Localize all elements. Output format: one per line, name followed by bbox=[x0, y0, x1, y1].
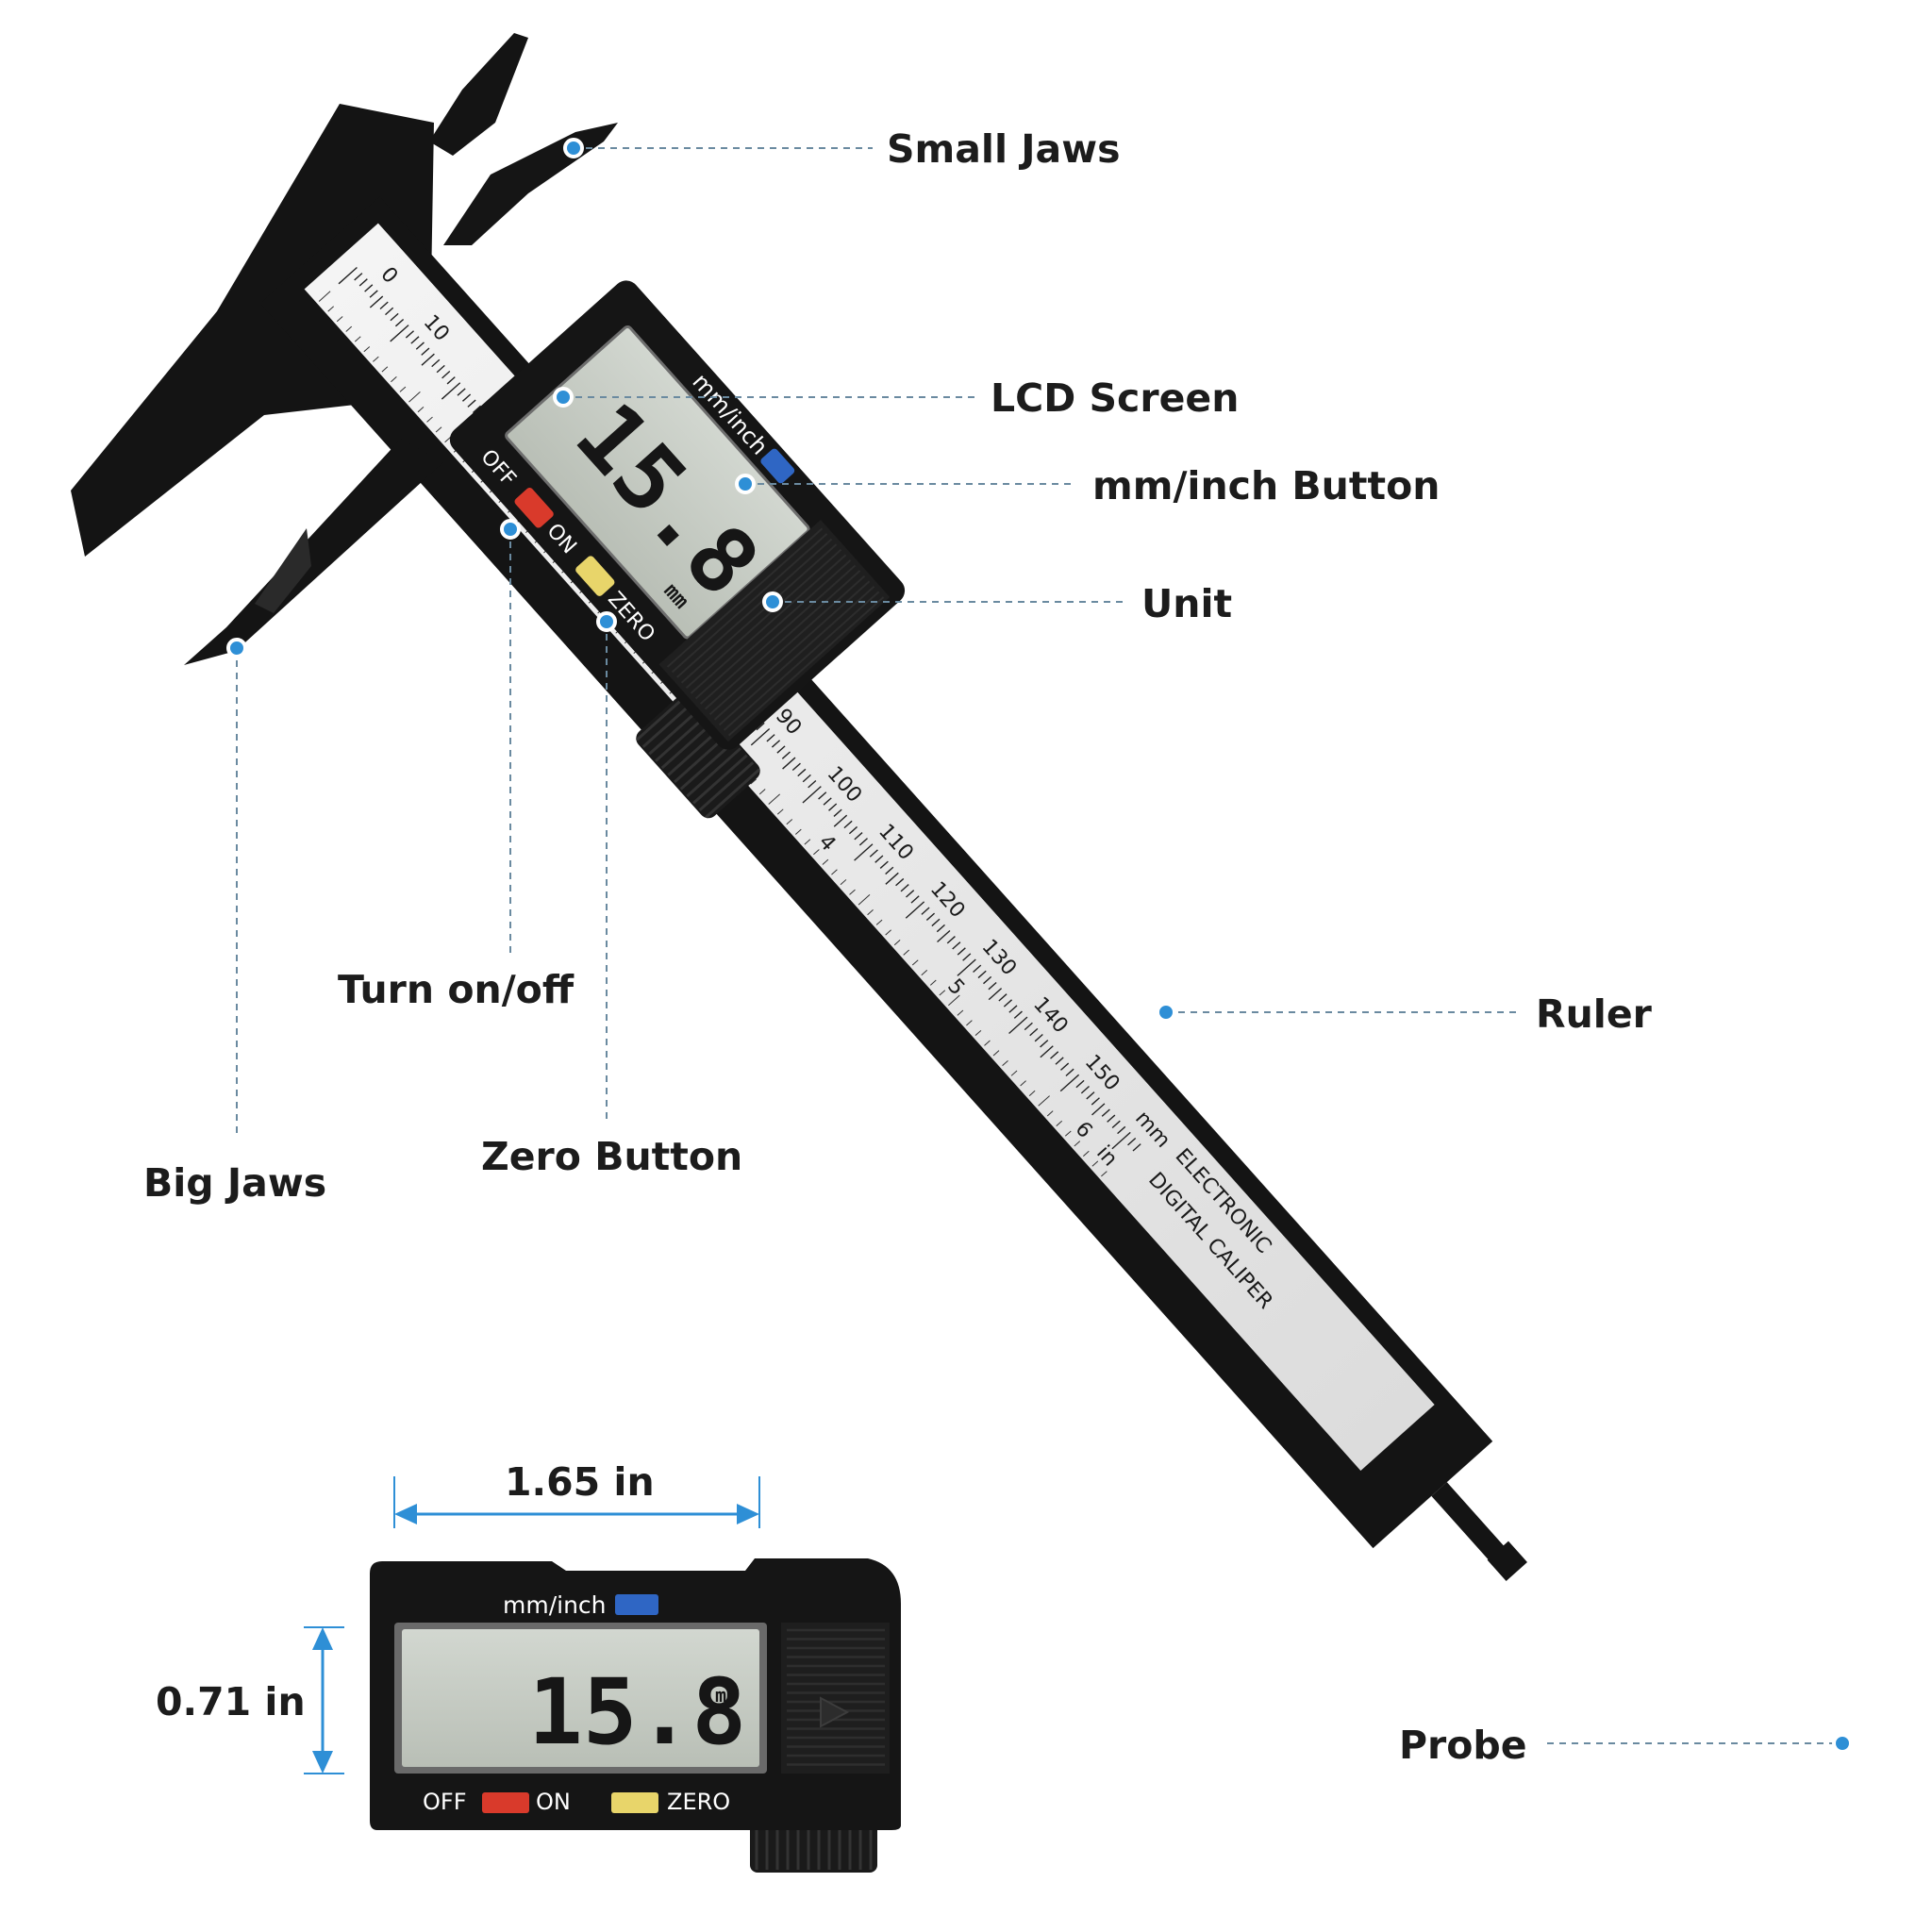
on-off-marker bbox=[500, 519, 521, 540]
unit-marker bbox=[762, 591, 783, 612]
small-jaws-marker bbox=[563, 138, 584, 158]
detail-mm-inch-button[interactable] bbox=[615, 1594, 658, 1615]
zero-marker bbox=[596, 611, 617, 632]
probe bbox=[1431, 1482, 1510, 1567]
label-zero-button: Zero Button bbox=[481, 1134, 742, 1179]
label-small-jaws: Small Jaws bbox=[887, 126, 1121, 172]
detail-off-label: OFF bbox=[423, 1789, 467, 1815]
callouts: Small Jaws LCD Screen mm/inch Button Uni… bbox=[143, 126, 1853, 1768]
detail-zero-button[interactable] bbox=[611, 1792, 658, 1813]
big-jaw-moving bbox=[184, 439, 443, 665]
on-off-button[interactable] bbox=[513, 486, 556, 529]
detail-zero-label: ZERO bbox=[667, 1789, 730, 1815]
detail-lcd-reading: 15.8 bbox=[528, 1659, 746, 1765]
label-mm-inch-button: mm/inch Button bbox=[1092, 463, 1440, 508]
dimension-width: 1.65 in bbox=[505, 1459, 655, 1505]
label-ruler: Ruler bbox=[1536, 991, 1653, 1037]
thumb-wheel bbox=[636, 691, 760, 819]
detail-on-off-button[interactable] bbox=[482, 1792, 529, 1813]
label-big-jaws: Big Jaws bbox=[143, 1160, 326, 1206]
big-jaw-fixed bbox=[71, 104, 434, 557]
lcd-screen-marker bbox=[553, 387, 574, 408]
mm-inch-marker bbox=[735, 474, 756, 494]
detail-on-label: ON bbox=[536, 1789, 571, 1815]
label-turn-on-off: Turn on/off bbox=[338, 967, 575, 1012]
detail-mm-inch-label: mm/inch bbox=[503, 1591, 607, 1619]
small-jaw-fixed bbox=[429, 33, 528, 156]
dimension-height: 0.71 in bbox=[156, 1679, 306, 1724]
display-detail: 1.65 in 0.71 in 15.8 mm mm/inch OFF ON Z… bbox=[156, 1459, 901, 1873]
detail-lcd-screen bbox=[402, 1629, 759, 1767]
mm-inch-button[interactable] bbox=[759, 447, 796, 485]
label-probe: Probe bbox=[1399, 1723, 1527, 1768]
ruler-marker bbox=[1156, 1002, 1176, 1023]
label-unit: Unit bbox=[1141, 581, 1232, 626]
zero-button[interactable] bbox=[575, 555, 617, 598]
detail-lcd-unit: mm bbox=[715, 1684, 738, 1707]
label-lcd-screen: LCD Screen bbox=[991, 375, 1239, 421]
caliper: 0 10 90 100 110 120 130 140 150 mm 4 5 6… bbox=[71, 33, 1527, 1581]
big-jaws-marker bbox=[226, 638, 247, 658]
probe-marker bbox=[1832, 1733, 1853, 1754]
